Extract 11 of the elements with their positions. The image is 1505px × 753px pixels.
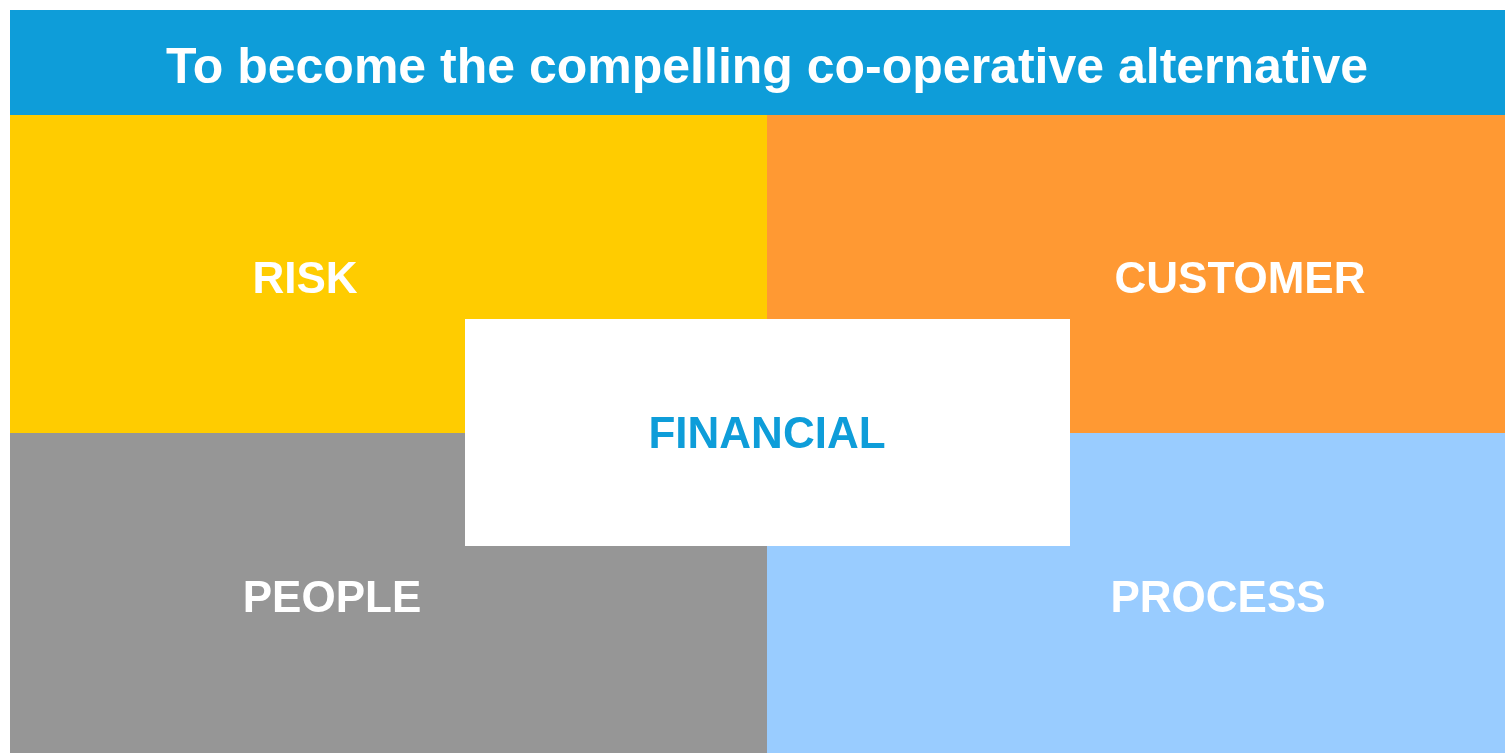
quadrant-panel: [1070, 115, 1505, 433]
quadrant-panel: [1070, 433, 1505, 753]
category-label: PEOPLE: [242, 571, 422, 623]
quadrant-panel: [10, 433, 465, 753]
category-label: PROCESS: [1110, 571, 1326, 623]
title-text: To become the compelling co-operative alternative: [165, 38, 1369, 96]
category-label: FINANCIAL: [648, 407, 886, 459]
category-label: CUSTOMER: [1114, 252, 1366, 304]
quadrant-panel: [10, 115, 465, 433]
category-label: RISK: [252, 252, 358, 304]
title-band: [10, 10, 1505, 115]
